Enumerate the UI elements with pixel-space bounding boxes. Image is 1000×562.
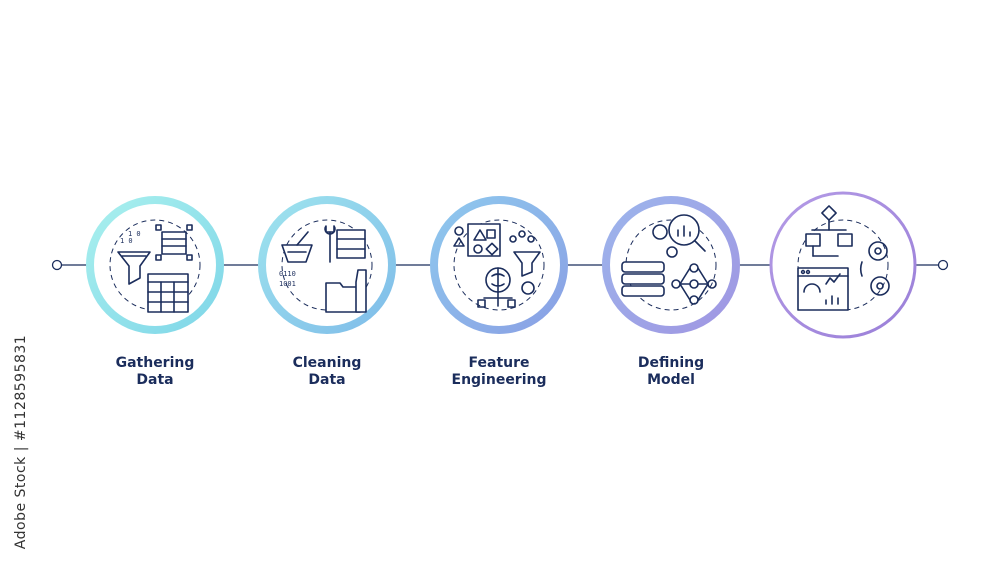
step-label-4: Defining Model (586, 355, 756, 389)
step-label-1-line1: Gathering (115, 355, 195, 371)
step-ring-4 (602, 196, 740, 334)
funnel-database-table-icon: 1 0 1 0 (117, 224, 193, 313)
step-label-2-line1: Cleaning (292, 355, 362, 371)
step-label-1: Gathering Data (70, 355, 240, 389)
step-label-4-line1: Defining (637, 355, 705, 371)
timeline-end-dot (937, 259, 949, 271)
brush-wrench-server-folder-spray-icon: 0110 1001 (279, 225, 367, 313)
timeline-start-dot (51, 259, 63, 271)
step-label-1-line2: Data (136, 372, 174, 388)
svg-text:1001: 1001 (279, 280, 296, 288)
svg-text:0110: 0110 (279, 270, 296, 278)
step-ring-3 (430, 196, 568, 334)
step-label-3-line2: Engineering (451, 372, 547, 388)
step-ring-5 (769, 191, 917, 339)
shapes-brain-funnel-gear-icon (453, 223, 541, 308)
svg-text:1 0: 1 0 (128, 230, 141, 238)
step-label-2-line2: Data (308, 372, 346, 388)
stock-watermark: Adobe Stock | #1128595831 (11, 332, 31, 552)
step-label-3: Feature Engineering (414, 355, 584, 389)
step-label-2: Cleaning Data (242, 355, 412, 389)
step-label-3-line1: Feature (468, 355, 530, 371)
magnifier-chart-database-neural-network-icon (621, 214, 717, 305)
stock-watermark-text: Adobe Stock | #1128595831 (13, 334, 29, 550)
step-label-4-line2: Model (647, 372, 695, 388)
svg-text:1 0: 1 0 (120, 237, 133, 245)
flowchart-dashboard-gears-icon (797, 205, 890, 311)
